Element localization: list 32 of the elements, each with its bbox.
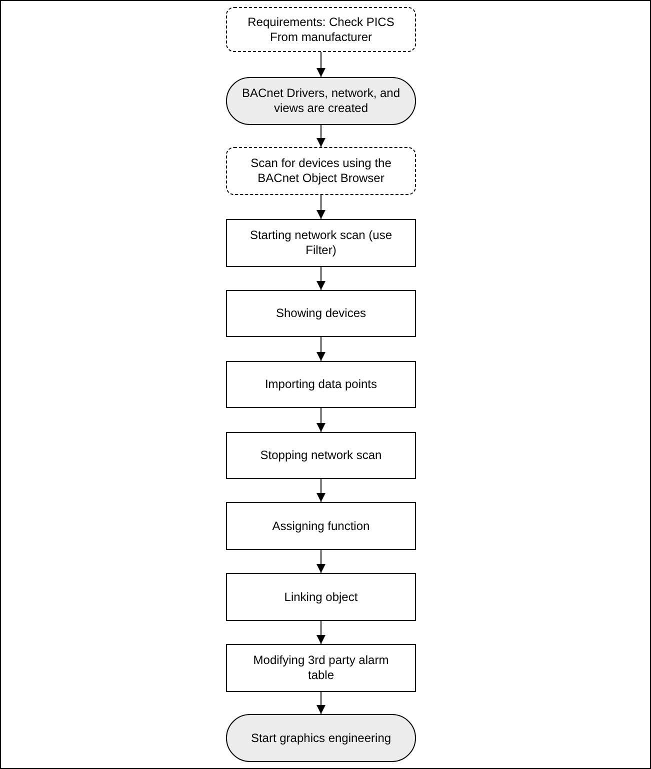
step-label: Showing devices (276, 306, 366, 321)
arrow (316, 408, 326, 432)
dashed-process-box (226, 7, 416, 52)
process-box (226, 219, 416, 267)
step-label: Assigning function (272, 518, 370, 534)
process-box (226, 290, 416, 337)
arrow (316, 550, 326, 574)
arrow (316, 266, 326, 290)
step-label: Linking object (284, 590, 358, 604)
step-label: Requirements: Check PICS From manufacturer (246, 14, 396, 44)
step-label: Stopping network scan (260, 448, 382, 463)
arrow (316, 124, 326, 148)
terminator-box (226, 77, 416, 125)
step-label: Importing data points (264, 377, 378, 392)
step-label: Scan for devices using the BACnet Object Browser (250, 156, 392, 186)
process-box (226, 502, 416, 550)
arrow (316, 336, 326, 362)
step-label: Modifying 3rd party alarm table (252, 653, 390, 683)
arrow (316, 52, 326, 78)
dashed-process-box (226, 147, 416, 195)
step-label: Starting network scan (use Filter) (248, 228, 394, 258)
terminator-box (226, 714, 416, 762)
arrow (316, 692, 326, 714)
process-box (226, 361, 416, 408)
step-label: BACnet Drivers, network, and views are created (240, 86, 402, 116)
process-box (226, 573, 416, 621)
step-label: Start graphics engineering (250, 730, 392, 746)
arrow (316, 194, 326, 220)
arrow (316, 620, 326, 644)
process-box (226, 644, 416, 692)
process-box (226, 432, 416, 479)
arrow (316, 478, 326, 502)
